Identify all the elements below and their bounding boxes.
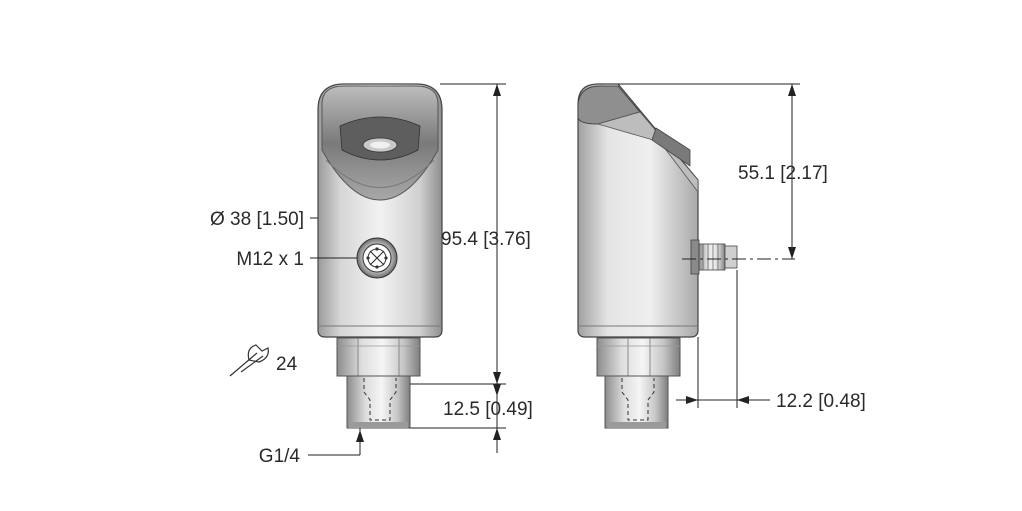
side-view: 55.1 [2.17] 12.2 [0.48] <box>577 83 866 429</box>
label-thread-length: 12.5 [0.49] <box>443 399 533 420</box>
front-hex-nut <box>336 337 421 377</box>
side-hex-nut <box>596 337 681 377</box>
label-total-height: 95.4 [3.76] <box>441 229 531 250</box>
side-process-thread <box>604 375 669 429</box>
side-head-slot <box>651 127 691 167</box>
front-process-thread <box>346 375 411 429</box>
label-wrench-size: 24 <box>276 354 298 375</box>
front-cap-lower-arc <box>325 159 435 188</box>
front-m12-connector <box>356 237 398 279</box>
dim-total-height <box>410 83 506 385</box>
side-head-slope <box>596 111 699 194</box>
dim-connector-height <box>618 83 800 259</box>
side-m12-connector <box>690 239 738 275</box>
label-diameter: Ø 38 [1.50] <box>210 209 304 230</box>
label-connector-depth: 12.2 [0.48] <box>776 391 866 412</box>
label-process-thread: G1/4 <box>259 446 301 467</box>
wrench-icon <box>229 344 269 377</box>
leader-g14 <box>308 428 364 456</box>
front-led-lens-inner <box>370 141 390 149</box>
label-m12: M12 x 1 <box>236 249 304 270</box>
front-view: Ø 38 [1.50] M12 x 1 24 95.4 [3.76] 12.5 … <box>210 83 533 467</box>
dim-thread-length <box>410 384 506 453</box>
label-connector-height: 55.1 [2.17] <box>738 163 828 184</box>
dim-connector-depth <box>676 270 770 408</box>
